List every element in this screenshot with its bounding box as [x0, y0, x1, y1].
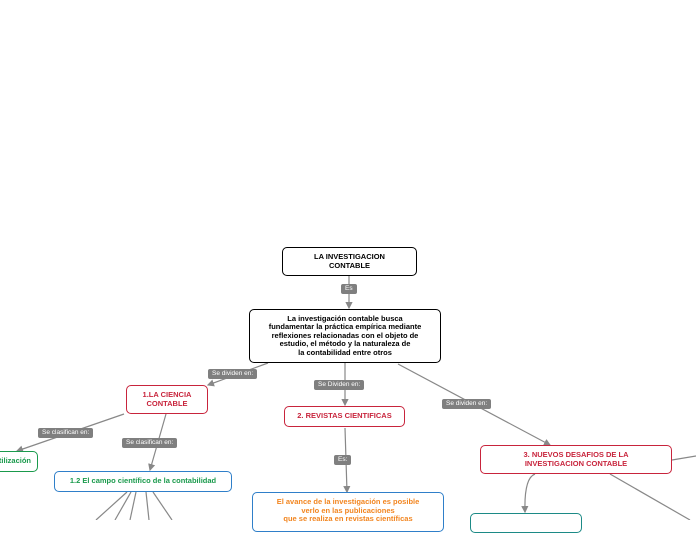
label-se-clasifican-en-2: Se clasifican en: [122, 438, 178, 448]
ciencia-node[interactable]: 1.LA CIENCIA CONTABLE [126, 385, 208, 414]
definition-node[interactable]: La investigación contable busca fundamen… [249, 309, 441, 363]
label-se-dividen-en: Se dividen en: [208, 369, 258, 379]
edge-campo-child-3 [129, 491, 137, 520]
edge-desafios-right [671, 455, 696, 461]
edge-campo-child-2 [114, 491, 132, 520]
desafios-node[interactable]: 3. NUEVOS DESAFIOS DE LA INVESTIGACION C… [480, 445, 672, 474]
label-se-clasifican-en-1: Se clasifican en: [38, 428, 94, 438]
avance-node[interactable]: El avance de la investigación es posible… [252, 492, 444, 532]
edge-desafios-child [521, 473, 536, 514]
desafios-child-node[interactable] [470, 513, 582, 533]
revistas-node[interactable]: 2. REVISTAS CIENTIFICAS [284, 406, 405, 427]
edge-desafios-down [609, 473, 691, 520]
label-es-2: Es: [334, 455, 352, 465]
utilizacion-node[interactable]: utilización [0, 451, 38, 472]
edge-campo-child-4 [145, 491, 150, 520]
campo-node[interactable]: 1.2 El campo científico de la contabilid… [54, 471, 232, 492]
edge-campo-child-1 [95, 491, 128, 520]
edge-campo-child-5 [152, 491, 173, 520]
label-se-dividen-en-revistas: Se Dividen en: [314, 380, 365, 390]
label-se-dividen-en-desafios: Se dividen en: [442, 399, 492, 409]
root-node[interactable]: LA INVESTIGACION CONTABLE [282, 247, 417, 276]
label-es: Es [341, 284, 357, 294]
